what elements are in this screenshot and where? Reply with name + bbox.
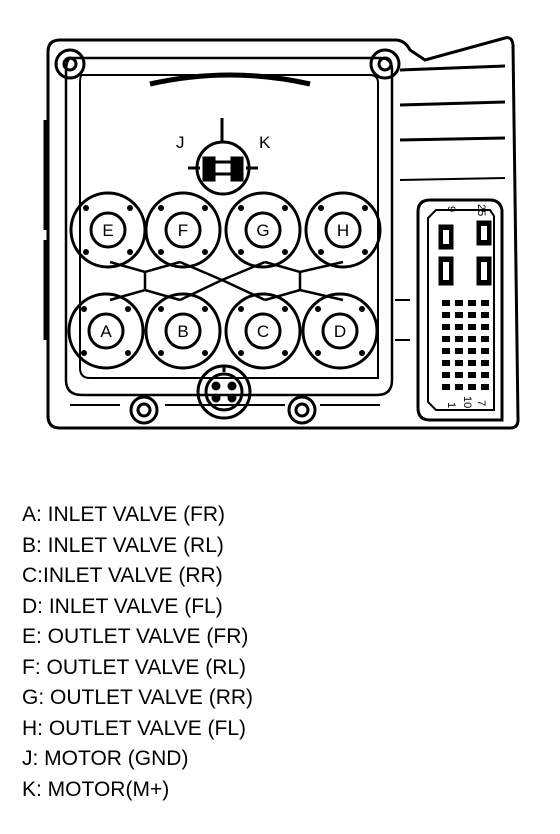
electrical-connector (416, 198, 504, 422)
legend-item: E: OUTLET VALVE (FR) (22, 625, 249, 648)
valve-A (67, 292, 145, 370)
legend-item: G: OUTLET VALVE (RR) (22, 686, 254, 709)
legend-item: C:INLET VALVE (RR) (22, 564, 223, 587)
legend-item: F: OUTLET VALVE (RL) (22, 655, 247, 679)
legend-item: A: INLET VALVE (FR) (22, 503, 226, 526)
abs-modulator-diagram: J K E F G H A B C D (43, 36, 520, 430)
connector-pin-1-label: 1 (445, 402, 457, 408)
mounting-hole (369, 48, 401, 80)
valve-G (224, 191, 302, 269)
pump-motor-connector (196, 364, 252, 420)
legend-item: K: MOTOR(M+) (22, 777, 170, 801)
mounting-hole (377, 56, 393, 72)
legend-item: J: MOTOR (GND) (22, 747, 189, 770)
valve-C (224, 292, 302, 370)
legend-item: D: INLET VALVE (FL) (22, 594, 223, 618)
valve-D (301, 292, 379, 370)
valve-D-label: D (334, 322, 346, 341)
connector-pin-25-label: 25 (475, 204, 487, 216)
mounting-hole (287, 395, 317, 425)
mounting-hole (294, 402, 310, 418)
valve-screws (81, 205, 368, 356)
mounting-hole (136, 402, 152, 418)
motor-connector (188, 118, 258, 196)
valve-H-label: H (337, 221, 349, 240)
mounting-hole (129, 395, 159, 425)
connector-pin-rows (442, 300, 489, 390)
valve-E-label: E (102, 221, 113, 240)
valve-B-label: B (177, 322, 188, 341)
valve-B (144, 292, 222, 370)
valve-A-label: A (100, 322, 112, 341)
valve-passages (109, 260, 344, 302)
legend-item: H: OUTLET VALVE (FL) (22, 716, 247, 740)
valve-H (304, 191, 382, 269)
valve-C-label: C (257, 322, 269, 341)
legend-item: B: INLET VALVE (RL) (22, 533, 224, 557)
valve-F-label: F (178, 221, 188, 240)
mounting-holes (54, 48, 401, 425)
valve-G-label: G (256, 221, 269, 240)
connector-pin-10-label: 10 (461, 396, 473, 408)
valve-F (144, 191, 222, 269)
motor-terminal-k-label: K (259, 133, 271, 152)
connector-pin-9-label: 9 (445, 206, 457, 212)
motor-terminal-j-label: J (176, 133, 185, 152)
connector-pin-7-label: 7 (475, 400, 487, 406)
valve-legend: A: INLET VALVE (FR) B: INLET VALVE (RL) … (22, 500, 253, 805)
mounting-hole (62, 56, 78, 72)
mounting-hole (54, 48, 86, 80)
